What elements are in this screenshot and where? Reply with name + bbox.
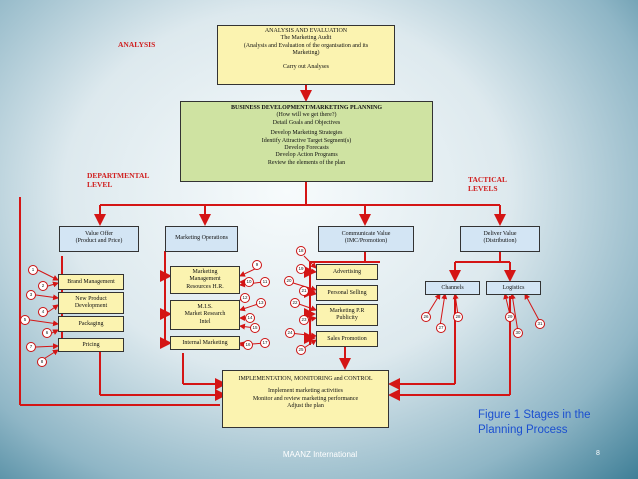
departmental-label-line2: LEVEL	[87, 180, 113, 189]
new-product-development-box: New Product Development	[58, 292, 124, 314]
deliver-value-line2: (Distribution)	[483, 238, 517, 245]
number-circle: 30	[513, 328, 523, 338]
figure-caption-line1: Figure 1 Stages in the	[478, 409, 591, 421]
mis-line3: Intel	[199, 318, 211, 325]
marketing-pr-line1: Marketing P.R	[329, 308, 365, 314]
planning-box-line: Develop Forecasts	[284, 145, 329, 152]
number-circle: 14	[245, 313, 255, 323]
number-circle: 20	[284, 276, 294, 286]
number-circle: 21	[299, 286, 309, 296]
page-number: 8	[596, 450, 600, 457]
planning-box-line: (How will we get there?)	[276, 112, 337, 119]
footer-text: MAANZ International	[282, 450, 358, 459]
new-product-line1: New Product	[75, 296, 107, 302]
number-circle: 29	[505, 312, 515, 322]
number-circle: 19	[296, 264, 306, 274]
number-circle: 23	[299, 315, 309, 325]
mmhr-line2: Management	[189, 276, 221, 283]
number-circle: 18	[296, 246, 306, 256]
number-circle: 27	[436, 323, 446, 333]
deliver-value-box: Deliver Value (Distribution)	[460, 226, 540, 252]
number-circle: 16	[243, 340, 253, 350]
marketing-pr-line2: Publicity	[336, 315, 358, 322]
mis-research-box: M.I.S. Market Research Intel	[170, 300, 240, 330]
deliver-value-line1: Deliver Value	[483, 231, 517, 237]
planning-box-title: BUSINESS DEVELOPMENT/MARKETING PLANNING	[230, 105, 383, 111]
new-product-line2: Development	[74, 303, 108, 310]
personal-selling-box: Personal Selling	[316, 285, 378, 301]
analysis-box-line3: Marketing)	[292, 50, 320, 57]
brand-management-box: Brand Management	[58, 274, 124, 290]
number-circle: 8	[37, 357, 47, 367]
mmhr-line1: Marketing	[192, 269, 218, 275]
implementation-monitoring-box: IMPLEMENTATION, MONITORING and CONTROL I…	[222, 370, 389, 428]
analysis-box-line1: The Marketing Audit	[280, 35, 332, 42]
value-offer-box: Value Offer (Product and Price)	[59, 226, 139, 252]
analysis-evaluation-box: ANALYSIS AND EVALUATION The Marketing Au…	[217, 25, 395, 85]
number-circle: 24	[285, 328, 295, 338]
departmental-label-line1: DEPARTMENTAL	[87, 171, 150, 180]
number-circle: 5	[20, 315, 30, 325]
internal-marketing-box: Internal Marketing	[170, 336, 240, 350]
planning-box-line: Review the elements of the plan	[267, 159, 346, 166]
communicate-value-box: Communicate Value (IMC/Promotion)	[318, 226, 414, 252]
logistics-box: Logistics	[486, 281, 541, 295]
implementation-box-line: Monitor and review marketing performance	[252, 395, 359, 402]
marketing-pr-box: Marketing P.R Publicity	[316, 304, 378, 326]
number-circle: 15	[250, 323, 260, 333]
value-offer-line2: (Product and Price)	[75, 238, 123, 245]
packaging-box: Packaging	[58, 316, 124, 332]
mis-line1: M.I.S.	[197, 304, 213, 310]
channels-box: Channels	[425, 281, 480, 295]
number-circle: 25	[296, 345, 306, 355]
planning-box-line: Detail Goals and Objectives	[272, 119, 341, 126]
pricing-box: Pricing	[58, 338, 124, 352]
number-circle: 2	[38, 281, 48, 291]
planning-box-line: Develop Action Programs	[275, 152, 338, 159]
implementation-box-title: IMPLEMENTATION, MONITORING and CONTROL	[238, 376, 373, 382]
marketing-operations-box: Marketing Operations	[165, 226, 238, 252]
analysis-box-title: ANALYSIS AND EVALUATION	[264, 28, 348, 34]
number-circle: 13	[256, 298, 266, 308]
number-circle: 10	[244, 277, 254, 287]
mis-line2: Market Research	[184, 311, 226, 318]
departmental-label: DEPARTMENTAL LEVEL	[87, 171, 149, 189]
figure-caption-line2: Planning Process	[478, 424, 568, 436]
number-circle: 9	[252, 260, 262, 270]
number-circle: 17	[260, 338, 270, 348]
tactical-label: TACTICAL LEVELS	[468, 175, 507, 193]
number-circle: 4	[38, 307, 48, 317]
number-circle: 6	[42, 328, 52, 338]
number-circle: 26	[421, 312, 431, 322]
implementation-box-line: Implement marketing activities	[268, 388, 343, 395]
advertising-box: Advertising	[316, 264, 378, 280]
communicate-value-line1: Communicate Value	[341, 231, 391, 237]
mmhr-line3: Resources H.R.	[186, 283, 224, 290]
analysis-label: ANALYSIS	[118, 40, 156, 49]
number-circle: 1	[28, 265, 38, 275]
number-circle: 3	[26, 290, 36, 300]
number-circle: 11	[260, 277, 270, 287]
number-circle: 12	[240, 293, 250, 303]
analysis-box-line2: (Analysis and Evaluation of the organisa…	[243, 42, 369, 49]
tactical-label-line1: TACTICAL	[468, 175, 508, 184]
value-offer-line1: Value Offer	[84, 231, 114, 237]
figure-caption: Figure 1 Stages in the Planning Process	[478, 408, 628, 438]
sales-promotion-box: Sales Promotion	[316, 331, 378, 347]
number-circle: 22	[290, 298, 300, 308]
implementation-box-line: Adjust the plan	[287, 403, 324, 410]
number-circle: 7	[26, 342, 36, 352]
marketing-management-hr-box: Marketing Management Resources H.R.	[170, 266, 240, 294]
communicate-value-line2: (IMC/Promotion)	[344, 238, 388, 245]
planning-box-line: Develop Marketing Strategies	[270, 130, 343, 137]
number-circle: 28	[453, 312, 463, 322]
marketing-planning-box: BUSINESS DEVELOPMENT/MARKETING PLANNING …	[180, 101, 433, 182]
analysis-box-line4: Carry out Analyses	[283, 63, 329, 70]
tactical-label-line2: LEVELS	[468, 184, 498, 193]
planning-box-line: Identify Attractive Target Segment(s)	[261, 137, 352, 144]
number-circle: 31	[535, 319, 545, 329]
